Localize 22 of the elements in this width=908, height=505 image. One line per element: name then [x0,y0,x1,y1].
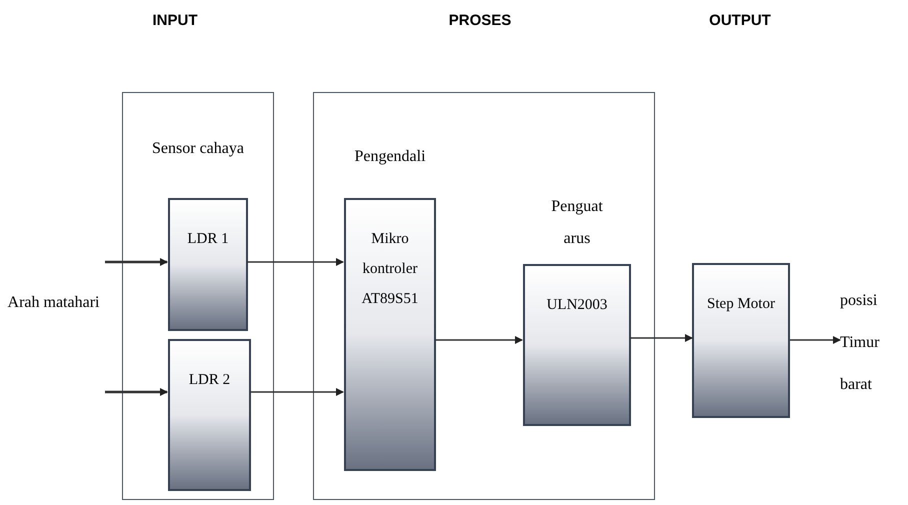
arrow [790,336,841,344]
column-heading: PROSES [448,11,512,31]
panel-heading: Sensor cahaya [151,139,245,159]
group-panel [313,92,655,500]
arrow [105,258,168,266]
block-heading: Pengendali [354,147,426,167]
block-heading: Penguat arus [550,197,604,249]
output-label: posisi Timur barat [840,280,906,415]
block-label: LDR 1 [187,230,229,249]
group-panel [122,92,274,500]
block-label: LDR 2 [188,371,230,390]
arrow [247,258,344,266]
column-heading: INPUT [152,11,198,31]
block-label: ULN2003 [546,296,608,315]
input-label: Arah matahari [6,293,100,313]
arrow [630,334,693,342]
column-heading: OUTPUT [708,11,772,31]
arrow [105,388,168,396]
arrow [250,388,344,396]
block-label: Mikro kontroler AT89S51 [360,230,420,309]
arrow [435,336,523,344]
block-label: Step Motor [707,295,775,314]
